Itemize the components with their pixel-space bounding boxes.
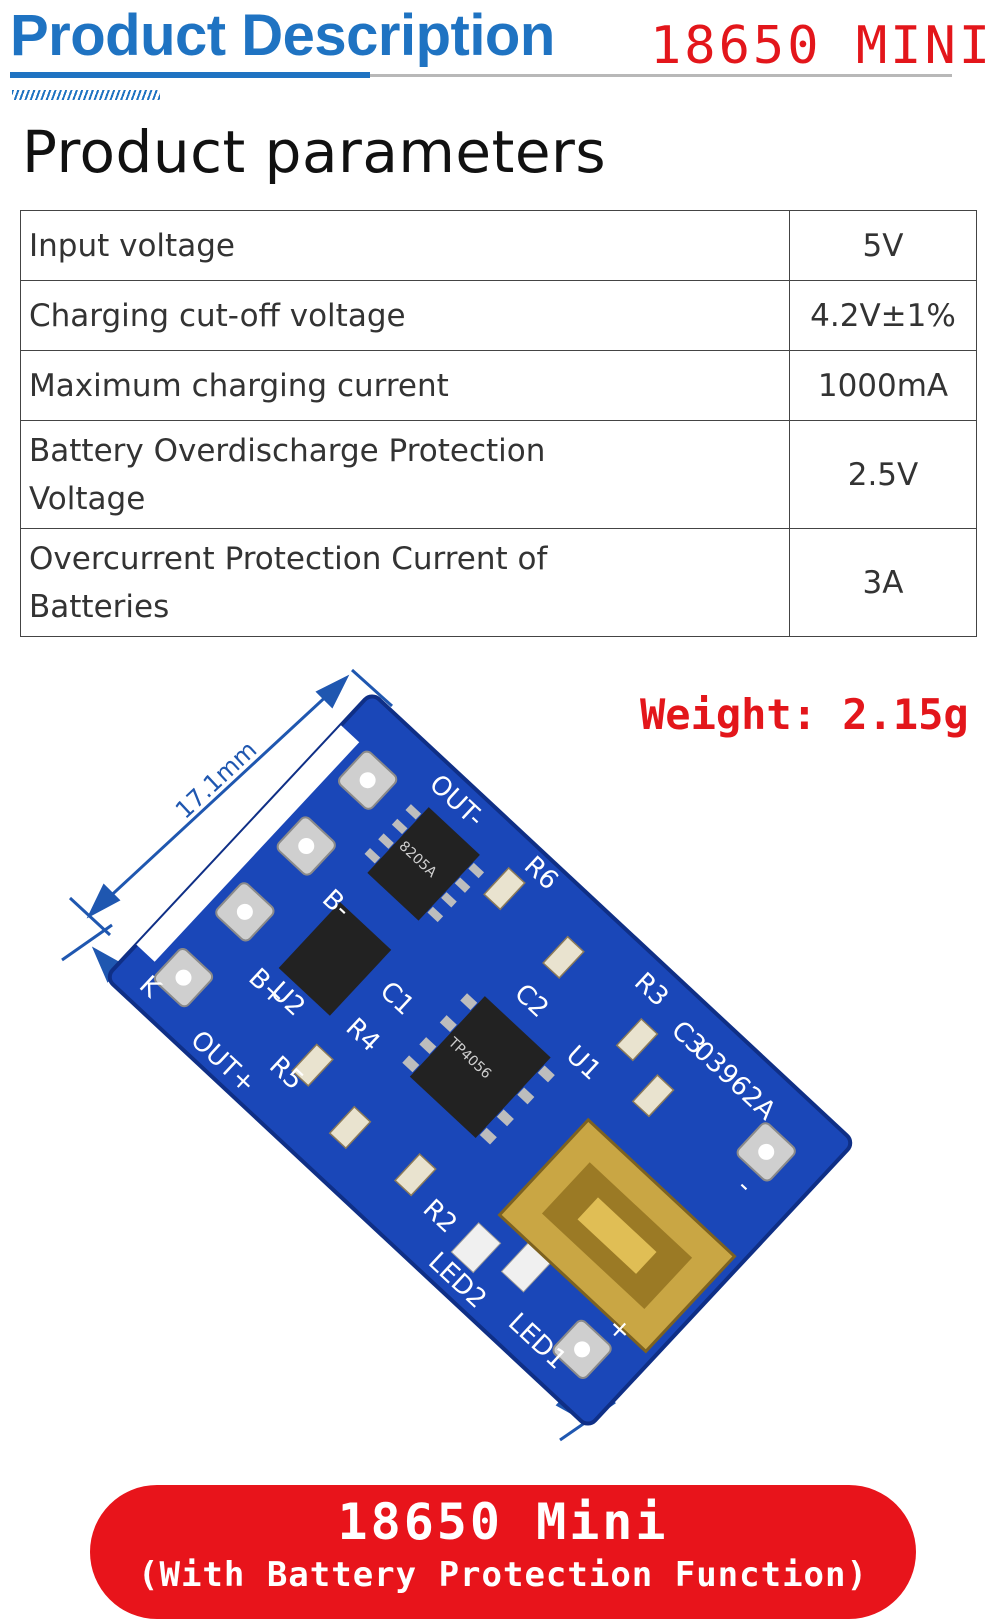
header-divider bbox=[10, 74, 952, 77]
param-label: Battery Overdischarge Protection Voltage bbox=[20, 420, 790, 529]
param-value: 1000mA bbox=[789, 350, 977, 421]
param-label: Charging cut-off voltage bbox=[20, 280, 790, 351]
table-row: Maximum charging current 1000mA bbox=[20, 350, 977, 421]
chip-tp4056 bbox=[409, 996, 551, 1138]
param-value: 5V bbox=[789, 210, 977, 281]
header-hatch-decoration bbox=[12, 90, 160, 100]
weight-label: Weight: 2.15g bbox=[640, 690, 969, 739]
dimension-width-arrow bbox=[68, 668, 394, 937]
param-value: 4.2V±1% bbox=[789, 280, 977, 351]
page-title: Product Description bbox=[10, 3, 555, 68]
table-row: Overcurrent Protection Current of Batter… bbox=[20, 528, 977, 637]
param-label: Overcurrent Protection Current of Batter… bbox=[20, 528, 790, 637]
header-accent-bar bbox=[10, 72, 370, 78]
product-name-banner: 18650 Mini (With Battery Protection Func… bbox=[90, 1485, 916, 1619]
param-value: 2.5V bbox=[789, 420, 977, 529]
param-label: Input voltage bbox=[20, 210, 790, 281]
parameters-table: Input voltage 5V Charging cut-off voltag… bbox=[20, 210, 977, 637]
pcb-module-photo: 17.1mm 26.2mm bbox=[61, 668, 853, 1442]
led-indicator bbox=[450, 1222, 502, 1274]
param-value: 3A bbox=[789, 528, 977, 637]
model-label: 18650 MINI bbox=[650, 16, 994, 76]
param-label: Maximum charging current bbox=[20, 350, 790, 421]
chip-8205a bbox=[367, 807, 480, 921]
section-title: Product parameters bbox=[22, 118, 607, 186]
dimension-width-label: 17.1mm bbox=[170, 736, 262, 825]
table-row: Charging cut-off voltage 4.2V±1% bbox=[20, 280, 977, 351]
chip-u2 bbox=[278, 902, 392, 1016]
table-row: Input voltage 5V bbox=[20, 210, 977, 281]
pcb-board: OUT- B- B+ OUT+ R6 R3 C3 03962A - + K R4… bbox=[107, 694, 853, 1426]
mini-usb-connector bbox=[497, 1117, 737, 1354]
banner-subtitle: (With Battery Protection Function) bbox=[138, 1555, 868, 1595]
banner-title: 18650 Mini bbox=[337, 1493, 669, 1551]
table-row: Battery Overdischarge Protection Voltage… bbox=[20, 420, 977, 529]
